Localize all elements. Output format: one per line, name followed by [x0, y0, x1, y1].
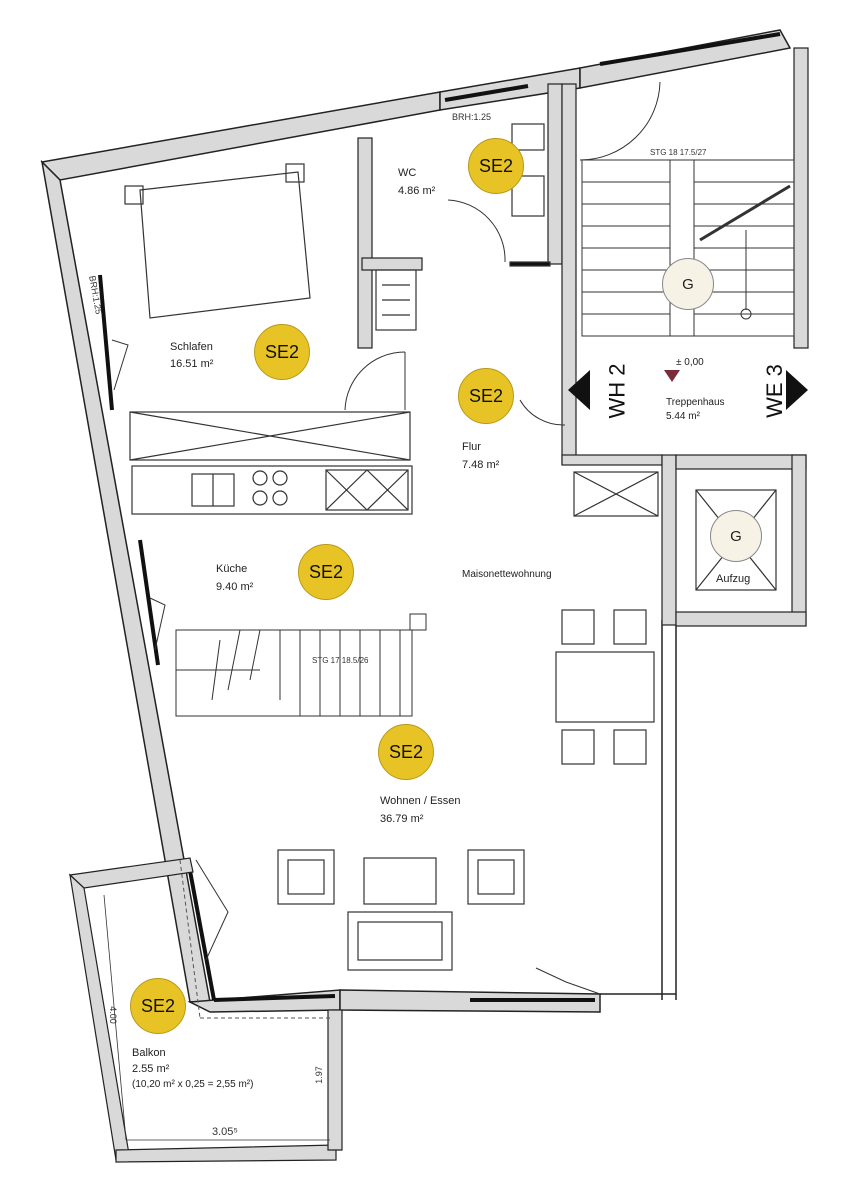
- g-marker-stair: G: [662, 258, 714, 310]
- brh-label-top: BRH:1.25: [452, 112, 492, 122]
- room-name-schlafen: Schlafen: [170, 341, 213, 353]
- dimension-197: 1.97: [313, 1066, 324, 1084]
- se2-badge-schlafen: SE2: [254, 324, 310, 380]
- interior-stair: [175, 613, 427, 717]
- dimension-lines: [103, 894, 330, 1141]
- arrow-right-icon: [786, 370, 808, 410]
- room-name-flur: Flur: [462, 441, 481, 453]
- dimension-400: 4.00: [107, 1006, 118, 1024]
- unit-tag-wh2: WH 2: [604, 363, 630, 419]
- room-area-wohnen: 36.79 m²: [380, 813, 424, 825]
- g-marker-elevator: G: [710, 510, 762, 562]
- se2-badge-wc: SE2: [468, 138, 524, 194]
- room-area-schlafen: 16.51 m²: [170, 358, 214, 370]
- bed: [124, 163, 311, 319]
- room-area-balkon: 2.55 m²: [132, 1063, 170, 1075]
- level-label: ± 0,00: [676, 357, 704, 368]
- se2-badge-kueche: SE2: [298, 544, 354, 600]
- stairwell: [581, 159, 795, 337]
- room-name-treppenhaus: Treppenhaus: [666, 397, 725, 408]
- se2-badge-flur: SE2: [458, 368, 514, 424]
- door-swings: [111, 81, 661, 995]
- lounge-set: [277, 849, 525, 971]
- shaft: [573, 471, 659, 517]
- kitchen-counter: [131, 465, 413, 515]
- arrow-left-icon: [568, 370, 590, 410]
- dining-set: [555, 609, 655, 765]
- se2-badge-balkon: SE2: [130, 978, 186, 1034]
- wardrobe: [129, 411, 411, 461]
- unit-label-maisonette: Maisonettewohnung: [462, 569, 552, 580]
- room-area-treppenhaus: 5.44 m²: [666, 411, 700, 422]
- room-area-kueche: 9.40 m²: [216, 581, 254, 593]
- room-name-balkon: Balkon: [132, 1047, 166, 1059]
- room-name-wohnen: Wohnen / Essen: [380, 795, 461, 807]
- wc-fixtures: [375, 123, 551, 331]
- se2-badge-wohnen: SE2: [378, 724, 434, 780]
- room-area-wc: 4.86 m²: [398, 185, 436, 197]
- elevator-label: Aufzug: [716, 573, 751, 585]
- stair-label-top: STG 18 17.5/27: [650, 148, 707, 157]
- level-marker-icon: [664, 370, 680, 382]
- interior-walls: [357, 47, 809, 627]
- dimension-305: 3.05⁵: [212, 1126, 238, 1138]
- balcony-outline: [179, 859, 330, 1019]
- unit-tag-we3: WE 3: [761, 364, 787, 418]
- windows: [98, 32, 781, 1002]
- room-name-kueche: Küche: [216, 563, 248, 575]
- room-area-flur: 7.48 m²: [462, 459, 500, 471]
- balkon-calculation: (10,20 m² x 0,25 = 2,55 m²): [132, 1079, 254, 1090]
- exterior-walls: [40, 29, 792, 1013]
- room-name-wc: WC: [398, 167, 417, 179]
- balcony-rails: [68, 857, 343, 1163]
- stair-label-inner: STG 17 18.5/26: [312, 656, 369, 665]
